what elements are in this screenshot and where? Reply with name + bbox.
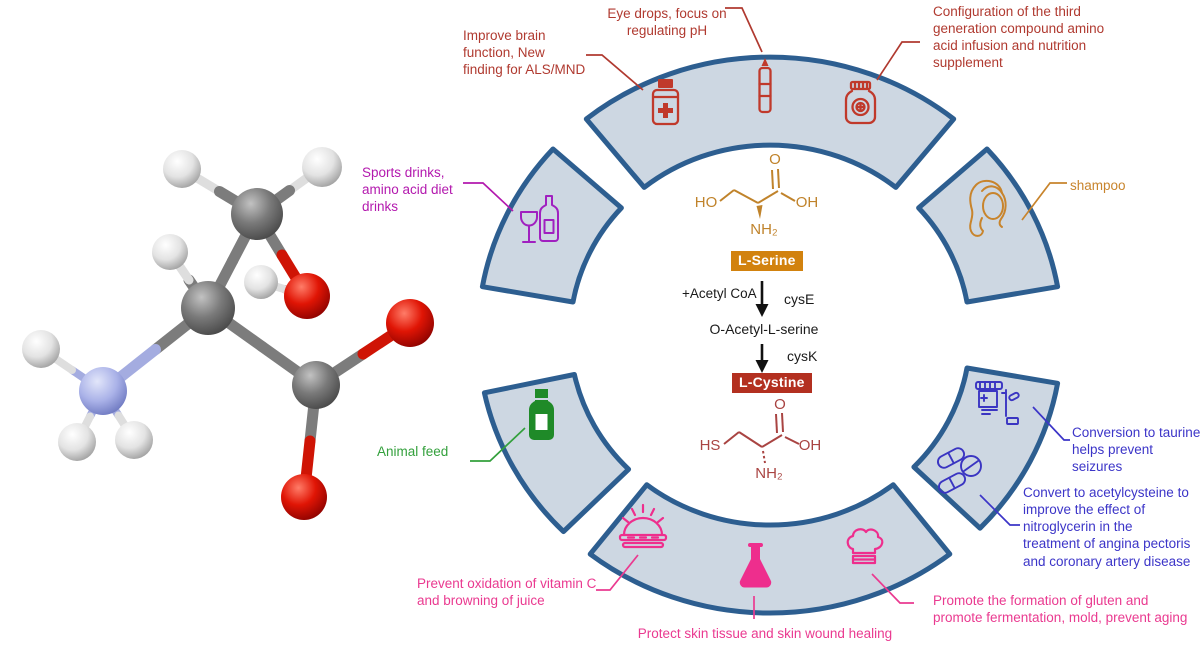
woman-hair-icon xyxy=(969,179,1007,237)
annotation-gluten-fermentation: Promote the formation of gluten and prom… xyxy=(933,593,1188,626)
o-acetyl-l-serine-label: O-Acetyl-L-serine xyxy=(709,321,819,337)
cysteine-oh-label: OH xyxy=(799,437,822,454)
covered-dish-sun-icon xyxy=(618,503,668,549)
segment-animal-feed xyxy=(481,372,632,535)
eye-drops-bottle-icon xyxy=(758,58,772,114)
atom-hydrogen xyxy=(302,147,342,187)
annotation-skin-healing: Protect skin tissue and skin wound heali… xyxy=(637,626,893,641)
atom-carbon xyxy=(231,188,283,240)
chef-hat-icon xyxy=(846,528,884,565)
feed-bottle-icon xyxy=(529,389,554,440)
reaction-arrow-2 xyxy=(755,344,769,373)
atom-hydrogen xyxy=(58,423,96,461)
segment-medical xyxy=(911,365,1061,531)
atom-oxygen xyxy=(386,299,434,347)
medicine-bottle-icon xyxy=(651,79,680,126)
reaction-arrow-1 xyxy=(755,281,769,317)
segment-shampoo xyxy=(916,146,1061,305)
pills-icon xyxy=(936,447,982,494)
prescription-bottle-icon xyxy=(975,381,1020,425)
serine-structure: HO O OH NH₂ xyxy=(695,151,819,238)
atom-hydrogen xyxy=(152,234,188,270)
cysteine-structure: HS O OH NH₂ xyxy=(700,396,822,482)
annotation-sports-drinks: Sports drinks, amino acid diet drinks xyxy=(362,165,453,215)
annotation-amino-acid-infusion: Configuration of the third generation co… xyxy=(933,4,1105,71)
serine-o-label: O xyxy=(769,151,781,168)
wine-glass-icon xyxy=(520,211,538,243)
annotation-brain-function: Improve brain function, New finding for … xyxy=(463,28,586,78)
cystine-label-badge: L-Cystine xyxy=(732,373,812,393)
atom-oxygen xyxy=(284,273,330,319)
annotation-eye-drops: Eye drops, focus on regulating pH xyxy=(607,6,727,39)
atom-hydrogen xyxy=(115,421,153,459)
serine-ho-label: HO xyxy=(695,194,718,211)
cysteine-hs-label: HS xyxy=(700,437,721,454)
atom-oxygen xyxy=(281,474,327,520)
serine-oh-label: OH xyxy=(796,194,819,211)
acetyl-coa-label: +Acetyl CoA xyxy=(682,286,757,301)
atom-hydrogen xyxy=(22,330,60,368)
annotation-connectors xyxy=(463,7,1070,619)
molecule-3d-model xyxy=(22,147,434,520)
enzyme-cyse-label: cysE xyxy=(784,291,815,307)
segment-food xyxy=(587,482,953,616)
atom-hydrogen xyxy=(244,265,278,299)
atom-carbon xyxy=(292,361,340,409)
cysteine-nh2-label: NH₂ xyxy=(755,465,783,482)
atom-hydrogen xyxy=(163,150,201,188)
annotation-taurine: Conversion to taurine helps prevent seiz… xyxy=(1072,425,1200,475)
annotation-shampoo: shampoo xyxy=(1070,178,1126,193)
serine-nh2-label: NH₂ xyxy=(750,221,778,238)
drink-bottle-icon xyxy=(539,195,559,242)
atom-carbon xyxy=(181,281,235,335)
annotation-animal-feed: Animal feed xyxy=(377,444,449,459)
segment-sports-drinks xyxy=(479,146,624,305)
flask-icon xyxy=(739,543,772,588)
application-ring xyxy=(479,54,1061,616)
cysteine-o-label: O xyxy=(774,396,786,413)
supplement-jar-icon xyxy=(844,80,877,125)
annotation-acetylcysteine: Convert to acetylcysteine to improve the… xyxy=(1023,485,1191,569)
annotation-vitamin-c: Prevent oxidation of vitamin C and brown… xyxy=(417,576,597,609)
atom-nitrogen xyxy=(79,367,127,415)
serine-label-badge: L-Serine xyxy=(731,251,803,271)
enzyme-cysk-label: cysK xyxy=(787,348,818,364)
